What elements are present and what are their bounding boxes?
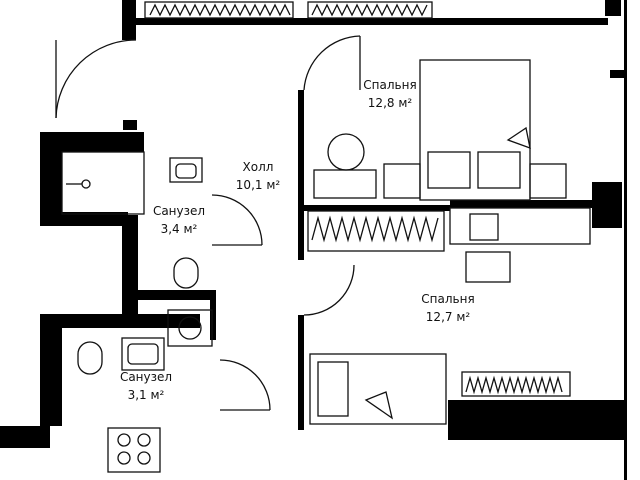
- room-area: 3,4 м²: [160, 222, 198, 236]
- room-name: Холл: [242, 160, 274, 174]
- room-label-bathroom-1: Санузел 3,4 м²: [146, 202, 212, 238]
- room-label-hall: Холл 10,1 м²: [228, 158, 288, 194]
- room-label-bathroom-2: Санузел 3,1 м²: [108, 368, 184, 404]
- room-area: 12,8 м²: [367, 96, 413, 110]
- room-area: 10,1 м²: [235, 178, 281, 192]
- room-name: Спальня: [363, 78, 417, 92]
- room-name: Санузел: [119, 370, 173, 384]
- room-area: 3,1 м²: [127, 388, 165, 402]
- fixtures: [55, 1, 591, 473]
- room-label-bedroom-2: Спальня 12,7 м²: [408, 290, 488, 326]
- walls: [0, 0, 627, 480]
- room-label-bedroom-1: Спальня 12,8 м²: [352, 76, 428, 112]
- room-name: Спальня: [421, 292, 475, 306]
- room-name: Санузел: [152, 204, 206, 218]
- room-area: 12,7 м²: [425, 310, 471, 324]
